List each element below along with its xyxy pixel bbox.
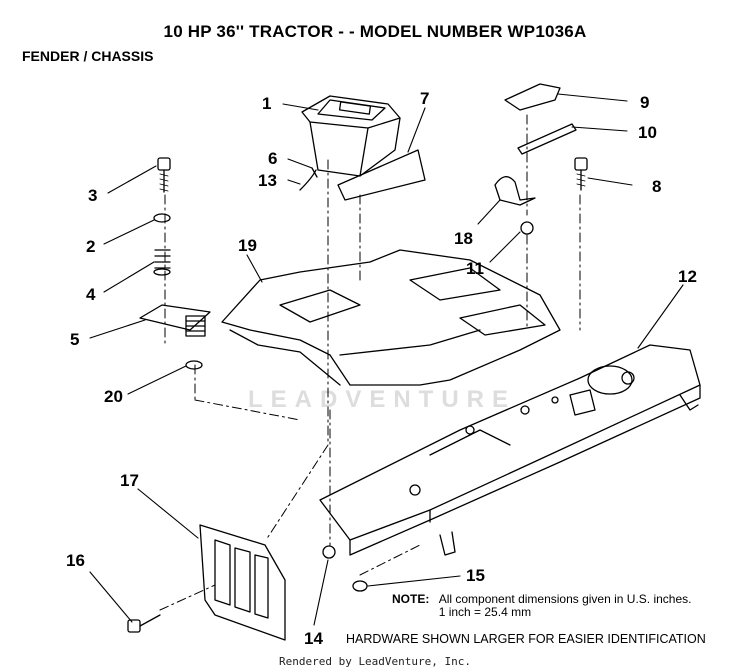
part-12-chassis — [319, 344, 701, 556]
callout-3: 3 — [88, 186, 97, 205]
part-20-washer — [185, 360, 203, 370]
part-7-pad — [337, 149, 426, 201]
leader-lines — [89, 93, 684, 626]
callout-19: 19 — [238, 236, 257, 255]
callout-7: 7 — [420, 89, 429, 108]
callout-1: 1 — [262, 94, 271, 113]
assembly-guides — [159, 114, 581, 611]
callout-12: 12 — [678, 267, 697, 286]
part-14-nut — [322, 545, 336, 559]
part-8-bolt — [574, 157, 588, 191]
part-18-clamp — [494, 176, 536, 206]
part-10-strip — [517, 123, 577, 155]
part-16-bolt — [127, 614, 161, 633]
callout-2: 2 — [86, 237, 95, 256]
part-9-plate — [504, 83, 561, 111]
part-5-bracket — [139, 304, 211, 337]
diagram-title: 10 HP 36'' TRACTOR - - MODEL NUMBER WP10… — [163, 22, 587, 41]
callout-labels: 1 2 3 4 5 6 7 8 9 10 11 12 13 14 15 16 1… — [66, 89, 697, 648]
callout-6: 6 — [268, 149, 277, 168]
callout-13: 13 — [258, 171, 277, 190]
callout-5: 5 — [70, 330, 79, 349]
callout-11: 11 — [466, 259, 484, 278]
part-15-screw — [352, 580, 368, 592]
callout-8: 8 — [652, 177, 661, 196]
note-label: NOTE: — [392, 592, 430, 606]
watermark: LEADVENTURE — [248, 386, 517, 413]
callout-14: 14 — [304, 629, 323, 648]
callout-20: 20 — [104, 387, 123, 406]
note-line-2: 1 inch = 25.4 mm — [438, 605, 532, 619]
callout-17: 17 — [120, 471, 139, 490]
note-line-1: All component dimensions given in U.S. i… — [438, 592, 692, 606]
part-13-wire — [299, 169, 317, 191]
callout-10: 10 — [638, 123, 657, 142]
part-4-spring — [153, 249, 171, 276]
part-11-nut — [520, 221, 534, 235]
part-19-fender — [221, 249, 561, 386]
part-17-side-plate — [199, 524, 286, 641]
part-1-storage-tray — [301, 95, 401, 177]
callout-16: 16 — [66, 551, 85, 570]
hardware-note: HARDWARE SHOWN LARGER FOR EASIER IDENTIF… — [346, 632, 706, 646]
callout-9: 9 — [640, 93, 649, 112]
footer-credit: Rendered by LeadVenture, Inc. — [278, 655, 472, 668]
callout-15: 15 — [466, 566, 485, 585]
note-text: All component dimensions given in U.S. i… — [439, 593, 692, 619]
note-block: NOTE: All component dimensions given in … — [392, 593, 691, 619]
callout-18: 18 — [454, 229, 473, 248]
diagram-subtitle: FENDER / CHASSIS — [22, 48, 154, 64]
part-2-washer — [153, 213, 171, 223]
part-3-bolt — [157, 157, 171, 193]
callout-4: 4 — [86, 285, 96, 304]
